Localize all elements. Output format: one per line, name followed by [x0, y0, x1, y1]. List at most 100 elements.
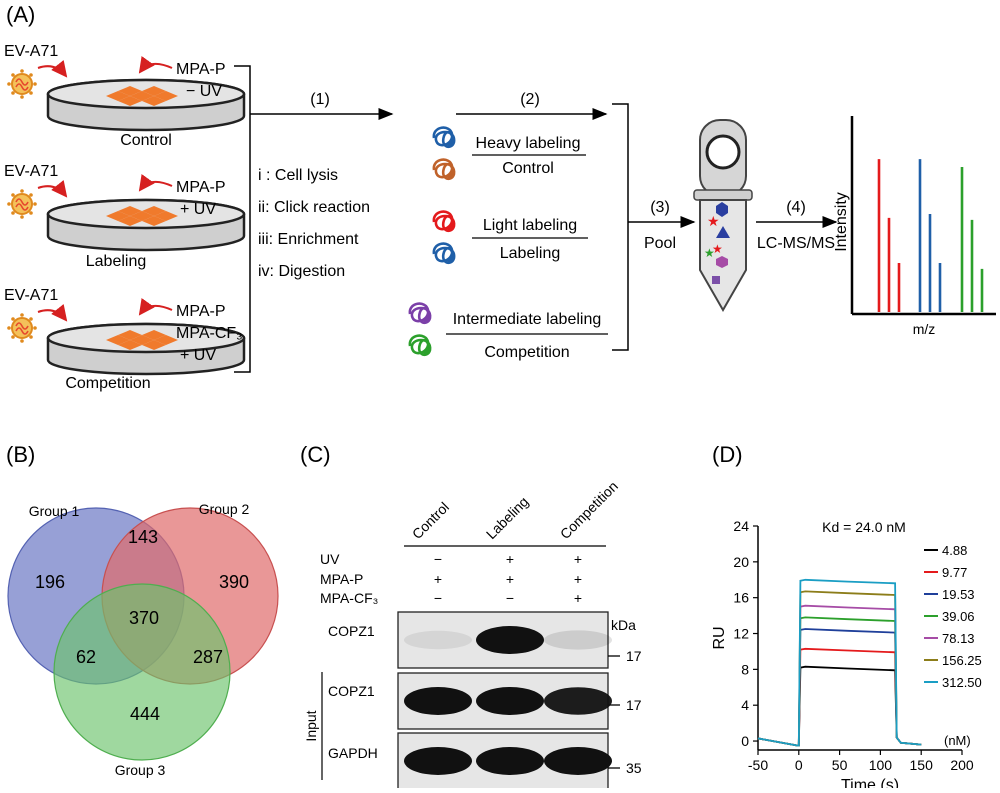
group-1-label: Group 1 — [29, 503, 80, 519]
panel-a-label: (A) — [6, 2, 35, 27]
protein-icon — [408, 334, 432, 357]
blot-band — [404, 747, 472, 775]
processing-step: iii: Enrichment — [258, 231, 359, 248]
svg-text:★: ★ — [707, 213, 720, 229]
lane-label: Competition — [557, 478, 621, 542]
probe-line: − UV — [186, 83, 222, 100]
legend-label: 156.25 — [942, 653, 982, 668]
condition-label: MPA-CF₃ — [320, 590, 378, 606]
condition-sign: + — [574, 551, 582, 567]
blot-label: COPZ1 — [328, 683, 375, 699]
probe-line: MPA-P — [176, 303, 225, 320]
processing-step: i : Cell lysis — [258, 167, 338, 184]
label-top: Heavy labeling — [476, 135, 581, 152]
label-top: Intermediate labeling — [453, 311, 602, 328]
blot-band — [544, 747, 612, 775]
label-bottom: Competition — [484, 344, 569, 361]
condition-sign: + — [506, 571, 514, 587]
blot-band — [404, 687, 472, 715]
label-bottom: Labeling — [500, 245, 561, 262]
group-3-label: Group 3 — [115, 762, 166, 778]
legend-label: 4.88 — [942, 543, 967, 558]
label-top: Light labeling — [483, 217, 577, 234]
lane-label: Control — [409, 499, 452, 542]
probe-line: + UV — [180, 347, 216, 364]
marker-label: 17 — [626, 648, 642, 664]
step-2-label: (2) — [520, 91, 540, 108]
step-4-label: (4) — [786, 199, 806, 216]
condition-sign: + — [434, 571, 442, 587]
venn-count: 370 — [129, 608, 159, 628]
blot-band — [476, 687, 544, 715]
protein-icon — [408, 302, 432, 325]
blot-band — [544, 630, 612, 650]
probe-line: MPA-P — [176, 61, 225, 78]
dish-competition: EV-A71 MPA-P MPA-CF₃ + UV Competition — [4, 287, 246, 392]
blot-band — [476, 626, 544, 654]
bracket — [234, 65, 251, 373]
x-tick-label: 200 — [950, 757, 974, 773]
group-2-label: Group 2 — [199, 501, 250, 517]
bracket — [612, 103, 629, 351]
pool-label: Pool — [644, 235, 676, 252]
condition-sign: + — [574, 571, 582, 587]
red-arrow-icon — [138, 297, 173, 316]
blot-band — [544, 687, 612, 715]
y-axis-label: RU — [711, 626, 728, 649]
sensorgram-line — [757, 578, 922, 747]
legend-label: 9.77 — [942, 565, 967, 580]
x-axis-label: Time (s) — [841, 777, 899, 788]
virus-icon — [6, 312, 38, 344]
y-tick-label: 16 — [733, 590, 749, 606]
panel-d-label: (D) — [712, 442, 743, 467]
probe-line: MPA-P — [176, 179, 225, 196]
condition-sign: + — [574, 590, 582, 606]
legend-label: 312.50 — [942, 675, 982, 690]
ms-ylabel: Intensity — [833, 192, 850, 252]
panel-b-label: (B) — [6, 442, 35, 467]
kd-label: Kd = 24.0 nM — [822, 519, 906, 535]
x-tick-label: 100 — [869, 757, 893, 773]
y-tick-label: 24 — [733, 518, 749, 534]
ms-xlabel: m/z — [913, 321, 936, 337]
red-arrow-icon — [138, 55, 173, 74]
y-tick-label: 8 — [741, 661, 749, 677]
venn-count: 390 — [219, 572, 249, 592]
virus-icon — [6, 188, 38, 220]
x-tick-label: 0 — [795, 757, 803, 773]
dish-labeling: EV-A71 MPA-P + UV Labeling — [4, 163, 246, 270]
panel-a: (A) EV-A71 MPA-P − UV Control EV-A71 MPA… — [4, 2, 996, 392]
x-tick-label: -50 — [748, 757, 768, 773]
x-tick-label: 150 — [910, 757, 934, 773]
condition-sign: − — [434, 590, 442, 606]
panel-c-label: (C) — [300, 442, 331, 467]
blot-label: COPZ1 — [328, 623, 375, 639]
panel-b: (B) Group 1 Group 2 Group 3 196 390 444 … — [6, 442, 279, 778]
y-tick-label: 12 — [733, 626, 749, 642]
virus-icon — [6, 68, 38, 100]
step-1-label: (1) — [310, 91, 330, 108]
blot-band — [476, 747, 544, 775]
step-3-label: (3) — [650, 199, 670, 216]
lane-label: Labeling — [483, 493, 532, 542]
dish-control: EV-A71 MPA-P − UV Control — [4, 43, 246, 149]
probe-line: + UV — [180, 201, 216, 218]
venn-count: 287 — [193, 647, 223, 667]
legend-label: 78.13 — [942, 631, 975, 646]
tube-icon: ★ ★ ★ — [693, 119, 753, 313]
red-arrow-icon — [37, 180, 68, 198]
condition-sign: − — [434, 551, 442, 567]
unit-label: (nM) — [944, 733, 971, 748]
processing-step: ii: Click reaction — [258, 199, 370, 216]
blot-band — [404, 630, 472, 650]
condition-sign: − — [506, 590, 514, 606]
protein-icon — [432, 242, 456, 265]
processing-step: iv: Digestion — [258, 263, 345, 280]
x-tick-label: 50 — [832, 757, 848, 773]
protein-icon — [432, 126, 456, 149]
venn-count: 196 — [35, 572, 65, 592]
y-tick-label: 0 — [741, 733, 749, 749]
dish-name: Control — [120, 132, 172, 149]
venn-count: 143 — [128, 527, 158, 547]
legend-label: 19.53 — [942, 587, 975, 602]
